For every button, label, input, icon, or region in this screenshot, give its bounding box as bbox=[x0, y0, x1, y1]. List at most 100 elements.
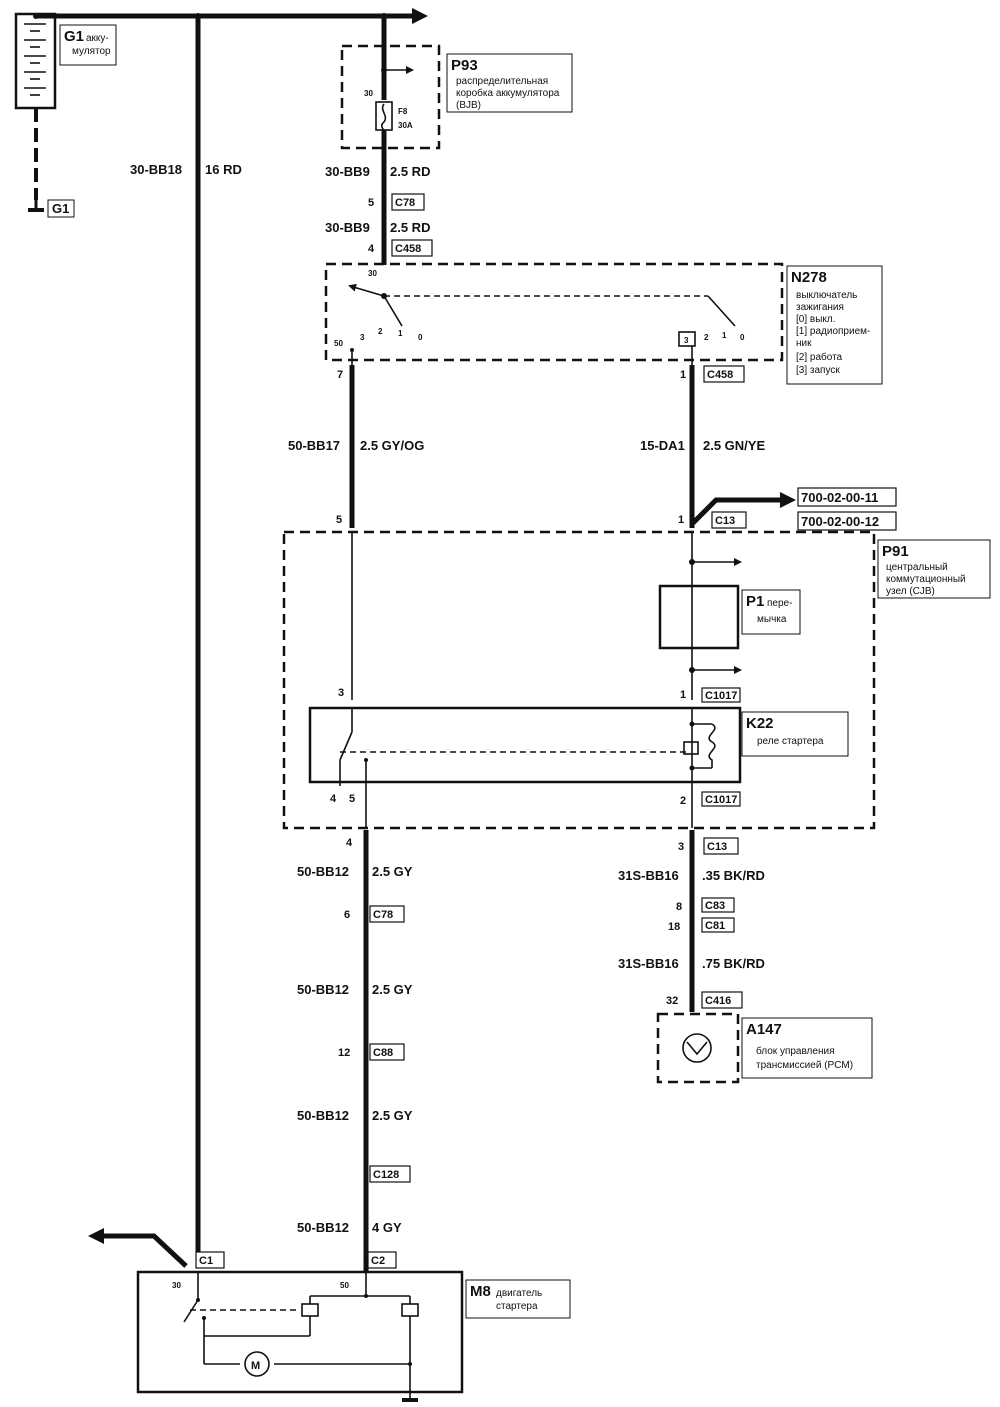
c1017-bottom-pin4: 4 bbox=[330, 793, 337, 805]
wire-code-c88-c128: 50-BB12 bbox=[297, 1108, 349, 1123]
c83-name: C83 bbox=[705, 900, 725, 912]
c81-name: C81 bbox=[705, 920, 725, 932]
m8-desc-1: двигатель bbox=[496, 1288, 542, 1299]
c1017-top-pin-right: 1 bbox=[680, 689, 686, 701]
c78-low-name: C78 bbox=[373, 909, 393, 921]
c88-name: C88 bbox=[373, 1047, 393, 1059]
p91-desc-1: центральный bbox=[886, 562, 948, 573]
c83-pin: 8 bbox=[676, 901, 682, 913]
n278-desc-3: [0] выкл. bbox=[796, 314, 836, 325]
p93-desc-3: (BJB) bbox=[456, 100, 481, 111]
k22-id: K22 bbox=[746, 715, 774, 732]
n278-r-pos3: 3 bbox=[684, 336, 689, 345]
c81-pin: 18 bbox=[668, 921, 680, 933]
c88-pin: 12 bbox=[338, 1047, 350, 1059]
c416-name: C416 bbox=[705, 995, 731, 1007]
n278-id: N278 bbox=[791, 269, 827, 286]
m8-id: M8 bbox=[470, 1283, 491, 1300]
n278-desc-6: [2] работа bbox=[796, 351, 843, 363]
wire-code-c128-c2: 50-BB12 bbox=[297, 1220, 349, 1235]
wire-code-c78-c458: 30-BB9 bbox=[325, 220, 370, 235]
a147-desc-1: блок управления bbox=[756, 1045, 834, 1057]
fuse-id: F8 bbox=[398, 107, 408, 116]
c128-name: C128 bbox=[373, 1169, 399, 1181]
wire-code-ign: 15-DA1 bbox=[640, 438, 685, 453]
fuse-icon bbox=[375, 101, 393, 131]
wire-spec-start: 2.5 GY/OG bbox=[360, 438, 424, 453]
wire-spec-c88-c128: 2.5 GY bbox=[372, 1108, 413, 1123]
c13-low-right-name: C13 bbox=[707, 841, 727, 853]
g1-id: G1 bbox=[64, 28, 84, 45]
c1017-bottom-name: C1017 bbox=[705, 794, 737, 806]
a147-desc-2: трансмиссией (PCM) bbox=[756, 1060, 853, 1071]
starter-motor-m8: 30 50 M bbox=[136, 1270, 464, 1398]
p93-pin: 30 bbox=[364, 89, 373, 98]
c1017-top-pin-left: 3 bbox=[338, 687, 344, 699]
c13-right-pin: 1 bbox=[678, 514, 684, 526]
motor-icon: M bbox=[244, 1351, 270, 1377]
ref-link-2[interactable]: 700-02-00-12 bbox=[801, 514, 879, 529]
c13-low-left-pin: 4 bbox=[346, 837, 353, 849]
n278-pos0: 0 bbox=[418, 333, 423, 342]
m8-motor-symbol: M bbox=[251, 1360, 260, 1372]
p1-id: P1 bbox=[746, 593, 764, 610]
p91-desc-2: коммутационный bbox=[886, 574, 966, 585]
g1-ground-id: G1 bbox=[52, 201, 69, 216]
c78-top-name: C78 bbox=[395, 197, 415, 209]
p93-desc-2: коробка аккумулятора bbox=[456, 87, 560, 99]
c458-right-pin: 1 bbox=[680, 369, 686, 381]
relay-coil-icon bbox=[683, 723, 716, 768]
wire-spec-ign: 2.5 GN/YE bbox=[703, 438, 765, 453]
ground-circle-icon bbox=[682, 1033, 712, 1063]
wire-spec-c128-c2: 4 GY bbox=[372, 1220, 402, 1235]
starter-feed-arrow-icon bbox=[88, 1228, 104, 1244]
n278-pin50: 50 bbox=[334, 339, 343, 348]
wire-spec-c13-c78: 2.5 GY bbox=[372, 864, 413, 879]
p93-desc-1: распределительная bbox=[456, 76, 548, 87]
wire-spec-c78-c458: 2.5 RD bbox=[390, 220, 430, 235]
a147-id: A147 bbox=[746, 1021, 782, 1038]
n278-r-pos1: 1 bbox=[722, 331, 727, 340]
n278-pos3: 3 bbox=[360, 333, 365, 342]
wire-spec-p93-c78: 2.5 RD bbox=[390, 164, 430, 179]
bus-arrow-icon bbox=[412, 8, 428, 24]
ref-link-1[interactable]: 700-02-00-11 bbox=[801, 490, 878, 505]
k22-desc: реле стартера bbox=[757, 736, 824, 747]
ground-icon bbox=[28, 200, 44, 212]
c78-low-pin: 6 bbox=[344, 909, 350, 921]
wire-code-batt: 30-BB18 bbox=[130, 162, 182, 177]
central-junction-box-p91: 3 1 C1017 4 5 2 C1017 bbox=[282, 530, 876, 830]
ignition-switch-n278: 30 50 3 2 1 0 3 2 1 0 bbox=[324, 262, 784, 362]
c416-pin: 32 bbox=[666, 995, 678, 1007]
m8-pin30: 30 bbox=[172, 1281, 181, 1290]
c1017-bottom-pin-right: 2 bbox=[680, 795, 686, 807]
wire-code-start: 50-BB17 bbox=[288, 438, 340, 453]
n278-desc-4: [1] радиоприем- bbox=[796, 326, 870, 337]
m8-desc-2: стартера bbox=[496, 1301, 538, 1312]
wire-spec-batt: 16 RD bbox=[205, 162, 242, 177]
battery-g1: G1 акку- мулятор bbox=[14, 12, 117, 110]
n278-desc-7: [3] запуск bbox=[796, 365, 840, 376]
n278-pin30: 30 bbox=[368, 269, 377, 278]
c458-top-name: C458 bbox=[395, 243, 421, 255]
c458-right-name: C458 bbox=[707, 369, 733, 381]
wire-code-c78-c88: 50-BB12 bbox=[297, 982, 349, 997]
n278-pos2: 2 bbox=[378, 327, 383, 336]
n278-pos1: 1 bbox=[398, 329, 403, 338]
wire-spec-c81-c416: .75 BK/RD bbox=[702, 956, 765, 971]
pcm-a147 bbox=[656, 1012, 740, 1084]
c1017-top-name: C1017 bbox=[705, 690, 737, 702]
p91-desc-3: узел (CJB) bbox=[886, 586, 935, 597]
g1-desc-1: акку- bbox=[86, 33, 109, 44]
p91-id: P91 bbox=[882, 543, 909, 560]
ref-arrow-icon bbox=[780, 492, 796, 508]
p93-id: P93 bbox=[451, 57, 478, 74]
wire-code-p93-c78: 30-BB9 bbox=[325, 164, 370, 179]
c2-name: C2 bbox=[371, 1255, 385, 1267]
jumper-p1 bbox=[658, 584, 740, 650]
n278-desc-2: зажигания bbox=[796, 302, 844, 313]
wire-spec-c13-c83: .35 BK/RD bbox=[702, 868, 765, 883]
c458-top-pin: 4 bbox=[368, 243, 375, 255]
c13-right-name: C13 bbox=[715, 515, 735, 527]
